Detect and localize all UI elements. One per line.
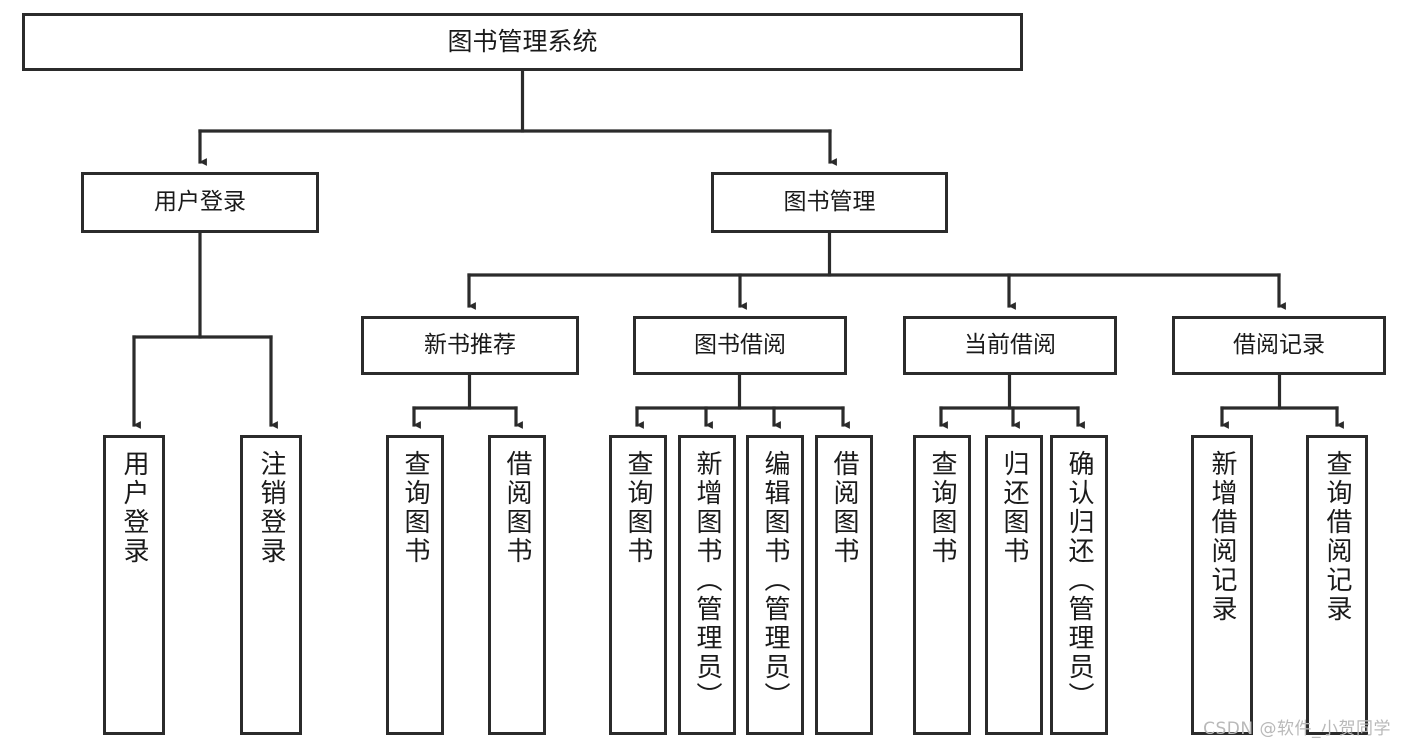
node-leaf-borrow-book-2[interactable]: 借阅图书 <box>815 435 873 735</box>
node-new-book-recommend[interactable]: 新书推荐 <box>361 316 579 375</box>
node-leaf-query-book-3-label: 查询图书 <box>927 450 957 566</box>
node-user-login[interactable]: 用户登录 <box>81 172 319 233</box>
node-borrow-record[interactable]: 借阅记录 <box>1172 316 1386 375</box>
node-leaf-add-borrow-record[interactable]: 新增借阅记录 <box>1191 435 1253 735</box>
node-leaf-query-borrow-record-label: 查询借阅记录 <box>1322 450 1352 624</box>
node-leaf-return-book[interactable]: 归还图书 <box>985 435 1043 735</box>
node-book-borrow[interactable]: 图书借阅 <box>633 316 847 375</box>
node-leaf-add-borrow-record-label: 新增借阅记录 <box>1207 450 1237 624</box>
node-leaf-logout-label: 注销登录 <box>256 450 286 566</box>
node-leaf-user-login[interactable]: 用户登录 <box>103 435 165 735</box>
node-leaf-query-book-1[interactable]: 查询图书 <box>386 435 444 735</box>
watermark: CSDN @软件_小贺同学 <box>1203 719 1391 739</box>
node-leaf-query-book-2[interactable]: 查询图书 <box>609 435 667 735</box>
node-leaf-confirm-return-label: 确认归还（管理员） <box>1064 450 1094 711</box>
node-leaf-borrow-book-2-label: 借阅图书 <box>829 450 859 566</box>
node-leaf-query-book-1-label: 查询图书 <box>400 450 430 566</box>
node-book-borrow-label: 图书借阅 <box>694 331 786 358</box>
node-leaf-query-book-3[interactable]: 查询图书 <box>913 435 971 735</box>
node-leaf-logout[interactable]: 注销登录 <box>240 435 302 735</box>
node-root-label: 图书管理系统 <box>447 27 598 57</box>
node-leaf-edit-book[interactable]: 编辑图书（管理员） <box>746 435 804 735</box>
node-leaf-return-book-label: 归还图书 <box>999 450 1029 566</box>
node-leaf-borrow-book-1[interactable]: 借阅图书 <box>488 435 546 735</box>
node-book-manage-label: 图书管理 <box>783 188 876 215</box>
node-leaf-confirm-return[interactable]: 确认归还（管理员） <box>1050 435 1108 735</box>
node-leaf-user-login-label: 用户登录 <box>119 450 149 566</box>
node-leaf-query-book-2-label: 查询图书 <box>623 450 653 566</box>
node-book-manage[interactable]: 图书管理 <box>711 172 948 233</box>
node-user-login-label: 用户登录 <box>154 188 246 215</box>
node-new-book-recommend-label: 新书推荐 <box>424 331 516 358</box>
node-leaf-add-book[interactable]: 新增图书（管理员） <box>678 435 736 735</box>
node-leaf-add-book-label: 新增图书（管理员） <box>692 450 722 711</box>
node-leaf-borrow-book-1-label: 借阅图书 <box>502 450 532 566</box>
node-current-borrow-label: 当前借阅 <box>964 331 1056 358</box>
node-leaf-edit-book-label: 编辑图书（管理员） <box>760 450 790 711</box>
node-borrow-record-label: 借阅记录 <box>1233 331 1325 358</box>
node-current-borrow[interactable]: 当前借阅 <box>903 316 1117 375</box>
node-root[interactable]: 图书管理系统 <box>22 13 1023 71</box>
node-leaf-query-borrow-record[interactable]: 查询借阅记录 <box>1306 435 1368 735</box>
